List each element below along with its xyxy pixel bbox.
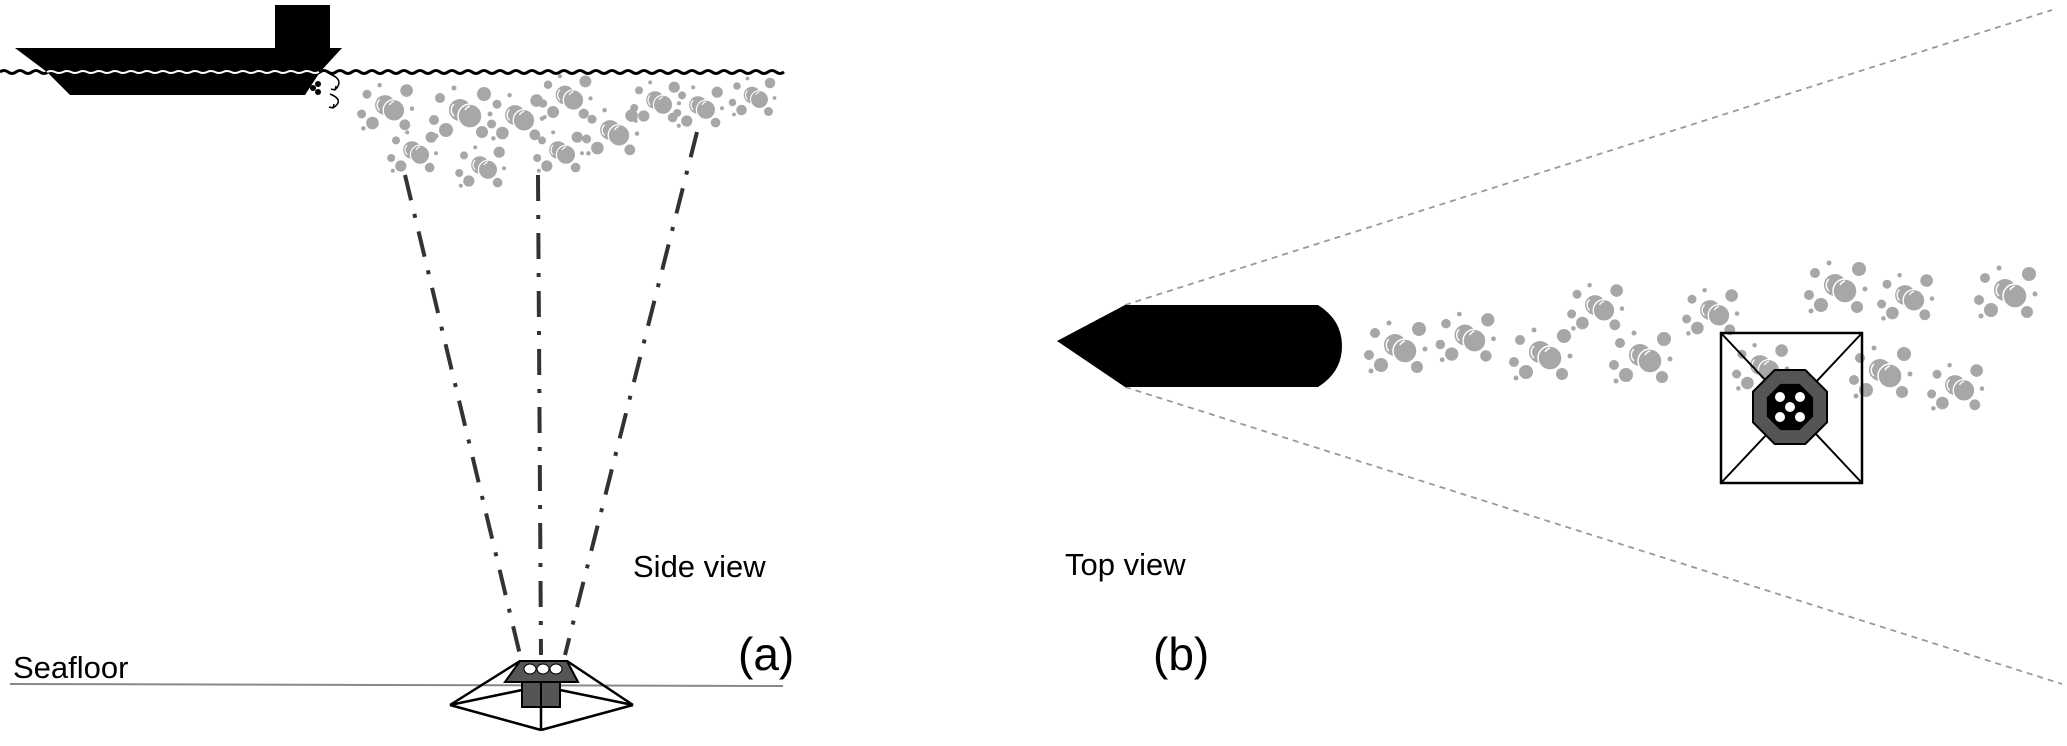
instrument-port <box>1775 412 1785 422</box>
bubble-cluster <box>532 129 585 174</box>
bubble-cluster <box>428 84 494 140</box>
bubble-cluster <box>1926 362 1985 412</box>
ship-bridge <box>275 5 330 50</box>
panel-a-tag: (a) <box>738 628 794 680</box>
bubble-cluster <box>386 129 439 174</box>
acoustic-beam <box>563 131 699 656</box>
acoustic-beam <box>403 174 522 656</box>
instrument-port <box>1795 392 1805 402</box>
bubble-cluster <box>454 144 507 189</box>
bubble-cluster <box>1848 344 1914 400</box>
propeller-icon <box>310 81 321 95</box>
ship-top-view <box>1057 305 1342 387</box>
seafloor-line <box>9 683 784 687</box>
bubble-cluster <box>486 92 545 142</box>
panel-b-tag: (b) <box>1153 628 1209 680</box>
instrument-ports <box>523 663 563 675</box>
bubble-cluster <box>1608 329 1674 385</box>
seafloor-instrument-side <box>449 659 634 732</box>
bubble-cluster <box>1434 311 1497 363</box>
panel-top-view: Top view (b) <box>1057 9 2063 685</box>
bubble-cluster <box>1876 272 1935 322</box>
field-of-view-upper-edge <box>1124 9 2053 306</box>
field-of-view-lower-edge <box>1124 386 2063 685</box>
instrument-port <box>1795 412 1805 422</box>
wake-arrow-icon <box>328 73 340 109</box>
instrument-port <box>523 663 537 675</box>
bubble-cluster <box>672 84 725 129</box>
bubble-cluster <box>1508 326 1574 382</box>
bubble-cluster <box>1803 259 1869 315</box>
bubble-cluster <box>356 82 415 132</box>
instrument-port <box>1785 402 1795 412</box>
instrument-port <box>1775 392 1785 402</box>
bubble-cluster <box>728 76 777 117</box>
side-view-label: Side view <box>633 549 766 584</box>
panel-side-view: Side view (a) Seafloor <box>0 5 794 732</box>
side-bubble-plume <box>356 73 777 189</box>
acoustic-beam <box>536 174 543 656</box>
water-line-on-hull <box>46 70 320 74</box>
seafloor-label: Seafloor <box>13 650 128 685</box>
instrument-port <box>549 663 563 675</box>
bubble-cluster <box>1566 282 1625 332</box>
bubble-cluster <box>538 73 594 120</box>
top-view-label: Top view <box>1065 547 1186 582</box>
bubble-cluster <box>1363 319 1429 375</box>
seafloor-instrument-top <box>1719 331 1864 485</box>
bubble-cluster <box>1681 287 1740 337</box>
instrument-ports-top <box>1775 392 1805 422</box>
acoustic-beams <box>403 131 699 656</box>
top-bubble-trail <box>1363 259 2039 412</box>
bubble-cluster <box>581 107 640 157</box>
bubble-cluster <box>1973 264 2039 320</box>
instrument-port <box>536 663 550 675</box>
